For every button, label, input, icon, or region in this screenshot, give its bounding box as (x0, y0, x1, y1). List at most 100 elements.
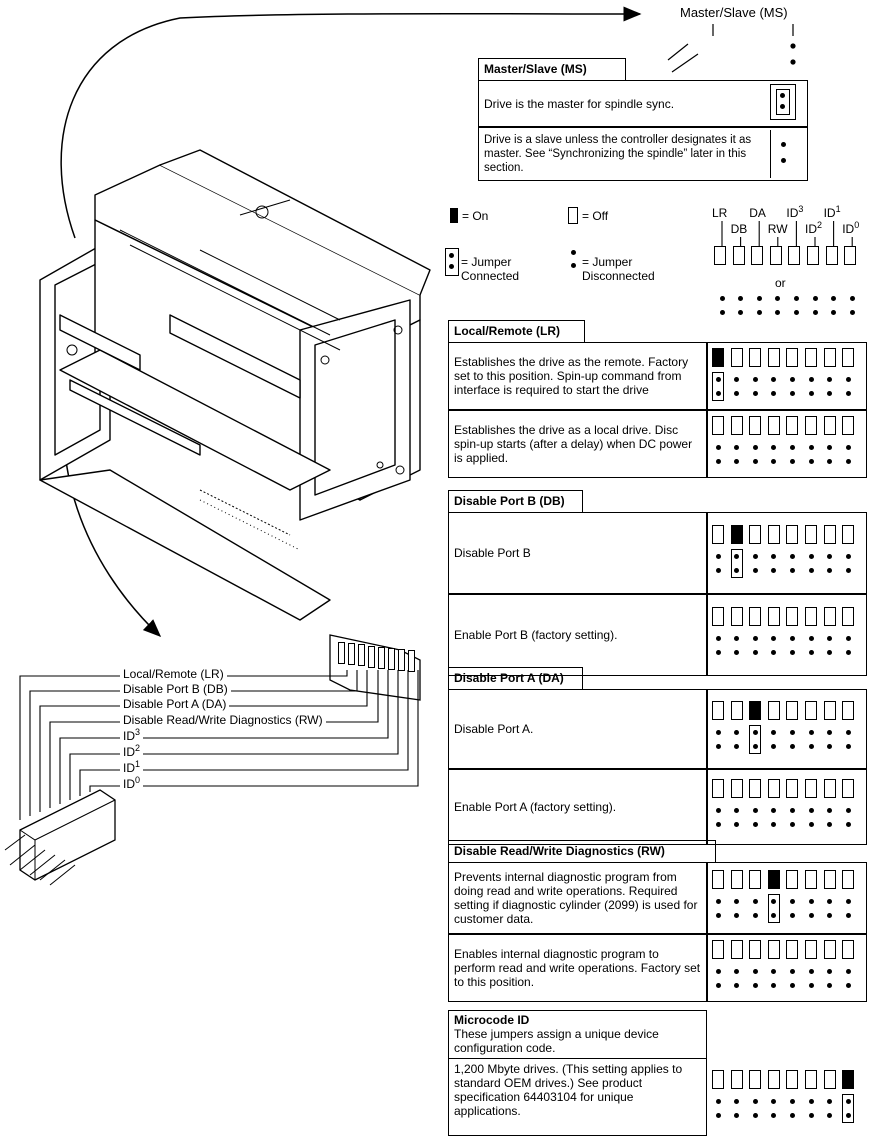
pin (849, 310, 855, 315)
switch-on (749, 701, 762, 720)
pin (771, 730, 777, 735)
column-label-4-sup: 3 (798, 204, 804, 214)
switch-off (842, 940, 855, 959)
switch-off (730, 348, 743, 367)
switch-on (730, 525, 743, 544)
connector-switch (408, 650, 415, 673)
pin (831, 310, 837, 315)
column-label-3: RW (768, 222, 788, 236)
switch-on (767, 870, 780, 889)
pin (771, 1113, 777, 1118)
section-0-row-0-text: Establishes the drive as the remote. Fac… (454, 355, 689, 397)
pin (771, 554, 777, 559)
switch-off (712, 940, 724, 959)
switch-off (805, 348, 817, 367)
section-2-row-1-jumpers (707, 769, 867, 845)
pin (812, 296, 818, 301)
switch-off (805, 940, 817, 959)
column-label-5-text: ID (805, 222, 817, 236)
switch-off (769, 246, 782, 265)
pin (752, 1113, 758, 1118)
pin (771, 459, 777, 464)
section-1-row-0-jumpers (707, 512, 867, 594)
pin (845, 744, 851, 749)
pin (789, 899, 795, 904)
pin (845, 391, 851, 396)
pin (734, 730, 740, 735)
switch-off (805, 701, 817, 720)
pin (771, 913, 777, 918)
connector-label-5: ID2 (120, 743, 144, 759)
section-2-row-0-switches (710, 699, 863, 759)
ms-row-master-text: Drive is the master for spindle sync. (484, 96, 675, 111)
connector-label-1: Disable Port B (DB) (120, 682, 231, 696)
pin (752, 636, 758, 641)
section-3-row-1-jumpers (707, 934, 867, 1002)
switch-off (807, 246, 819, 265)
pin (827, 1099, 833, 1104)
switch-off (823, 940, 836, 959)
pin (752, 969, 758, 974)
pin (771, 808, 777, 813)
column-label-1-text: DB (730, 222, 748, 236)
pin (808, 445, 814, 450)
pin (771, 650, 777, 655)
switch-off (786, 870, 799, 889)
switch-off (788, 246, 801, 265)
pin (771, 636, 777, 641)
pin (734, 636, 740, 641)
pin (793, 296, 799, 301)
switch-off (842, 525, 855, 544)
switch-off (786, 416, 799, 435)
switch-off (805, 607, 817, 626)
switch-off (749, 940, 762, 959)
pin (827, 899, 833, 904)
switch-off (730, 416, 743, 435)
switch-off (712, 779, 724, 798)
pin (771, 445, 777, 450)
pin (827, 636, 833, 641)
jumper-connected (749, 725, 762, 754)
pin (808, 636, 814, 641)
pin (734, 744, 740, 749)
pin (808, 822, 814, 827)
switch-off (842, 348, 855, 367)
pin (789, 744, 795, 749)
ms-row-master: Drive is the master for spindle sync. (478, 80, 808, 127)
pin (734, 808, 740, 813)
switch-off (805, 779, 817, 798)
switch-off (767, 348, 780, 367)
column-label-6: ID1 (823, 205, 841, 221)
pin (845, 636, 851, 641)
section-2-row-1-text: Enable Port A (factory setting). (454, 800, 617, 814)
pin (789, 554, 795, 559)
connector-label-5-sup: 2 (135, 743, 141, 753)
switch-off (767, 701, 780, 720)
pin (752, 730, 758, 735)
pin (808, 744, 814, 749)
pin (789, 445, 795, 450)
switch-off (749, 870, 762, 889)
pin (845, 568, 851, 573)
jumper-connected (730, 549, 743, 578)
pin (845, 459, 851, 464)
switch-off (823, 607, 836, 626)
section-2-row-1-switches (710, 777, 863, 837)
section-1-row-1-jumpers (707, 594, 867, 676)
pin (812, 310, 818, 315)
pin (827, 913, 833, 918)
pin (827, 391, 833, 396)
pin (715, 1099, 721, 1104)
pin (771, 568, 777, 573)
pin (715, 1113, 721, 1118)
pin (845, 730, 851, 735)
pin (752, 983, 758, 988)
jumper-connected (712, 372, 724, 401)
pin (789, 636, 795, 641)
pin (752, 568, 758, 573)
column-label-6-text: ID (823, 206, 836, 220)
switch-off (767, 607, 780, 626)
switch-off (823, 525, 836, 544)
section-1-row-0-switches (710, 523, 863, 583)
switch-off (823, 416, 836, 435)
